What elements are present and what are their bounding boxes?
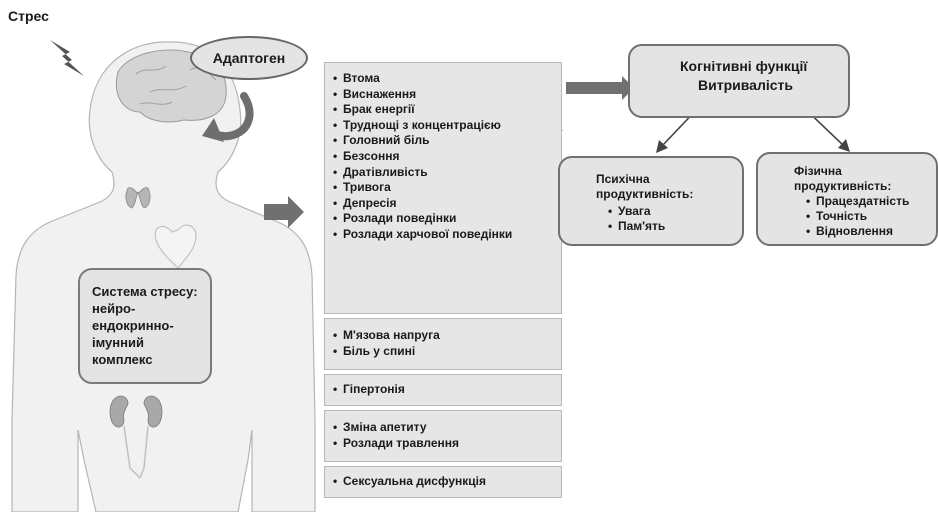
symptom-item: Втома [331,71,561,87]
adaptogen-label: Адаптоген [212,50,286,66]
mental-item: Увага [590,204,665,219]
symptom-list-1: ВтомаВиснаженняБрак енергіїТруднощі з ко… [325,63,561,243]
symptom-list-5: Сексуальна дисфункція [325,467,561,490]
mental-performance-box: Психічна продуктивність: УвагаПам'ять [558,156,744,246]
symptom-item: Головний біль [331,133,561,149]
cognitive-line2: Витривалість [698,77,793,93]
symptom-item: М'язова напруга [331,328,561,344]
mental-title: Психічна продуктивність: [596,172,694,201]
symptom-item: Розлади травлення [331,436,561,452]
arrow-symptoms-to-cognitive [566,76,634,100]
arrow-cog-to-physical-head [838,139,850,152]
symptom-item: Біль у спині [331,344,561,360]
symptom-panel-1: ВтомаВиснаженняБрак енергіїТруднощі з ко… [324,62,562,314]
symptom-item: Виснаження [331,87,561,103]
arrow-cog-to-mental-head [656,140,668,153]
symptom-item: Дратівливість [331,165,561,181]
symptom-item: Зміна апетиту [331,420,561,436]
physical-list: ПрацездатністьТочністьВідновлення [788,194,909,239]
physical-item: Точність [788,209,909,224]
physical-item: Відновлення [788,224,909,239]
cognitive-box: Когнітивні функції Витривалість [628,44,850,118]
mental-list: УвагаПам'ять [590,204,665,234]
physical-title: Фізична продуктивність: [794,164,892,193]
symptom-item: Тривога [331,180,561,196]
heart-shape [154,224,197,269]
stress-title: Стрес [8,8,49,24]
symptom-list-3: Гіпертонія [325,375,561,398]
symptom-item: Розлади харчової поведінки [331,227,561,243]
symptom-item: Сексуальна дисфункція [331,474,561,490]
stress-system-label: Система стресу: нейро-ендокринно-імунний… [92,284,198,367]
cognitive-line1: Когнітивні функції [680,58,808,74]
kidney-right-shape [143,395,163,428]
adaptogen-ellipse: Адаптоген [190,36,308,80]
lightning-icon [50,40,84,76]
symptom-item: Труднощі з концентрацією [331,118,561,134]
symptom-item: Розлади поведінки [331,211,561,227]
physical-item: Працездатність [788,194,909,209]
symptom-panel-4: Зміна апетитуРозлади травлення [324,410,562,462]
symptom-list-4: Зміна апетитуРозлади травлення [325,411,561,451]
symptom-panel-3: Гіпертонія [324,374,562,406]
adaptogen-arrow-head [202,118,224,142]
symptom-panel-2: М'язова напругаБіль у спині [324,318,562,370]
mental-item: Пам'ять [590,219,665,234]
brain-folds [135,65,217,105]
symptom-item: Брак енергії [331,102,561,118]
thyroid-shape [125,187,151,209]
ureter-lines [123,425,149,479]
arrow-body-to-symptoms [264,196,304,228]
symptom-item: Гіпертонія [331,382,561,398]
symptom-item: Безсоння [331,149,561,165]
symptom-list-2: М'язова напругаБіль у спині [325,319,561,359]
kidney-left-shape [109,395,129,428]
symptom-item: Депресія [331,196,561,212]
stress-system-box: Система стресу: нейро-ендокринно-імунний… [78,268,212,384]
symptom-panel-5: Сексуальна дисфункція [324,466,562,498]
physical-performance-box: Фізична продуктивність: ПрацездатністьТо… [756,152,938,246]
